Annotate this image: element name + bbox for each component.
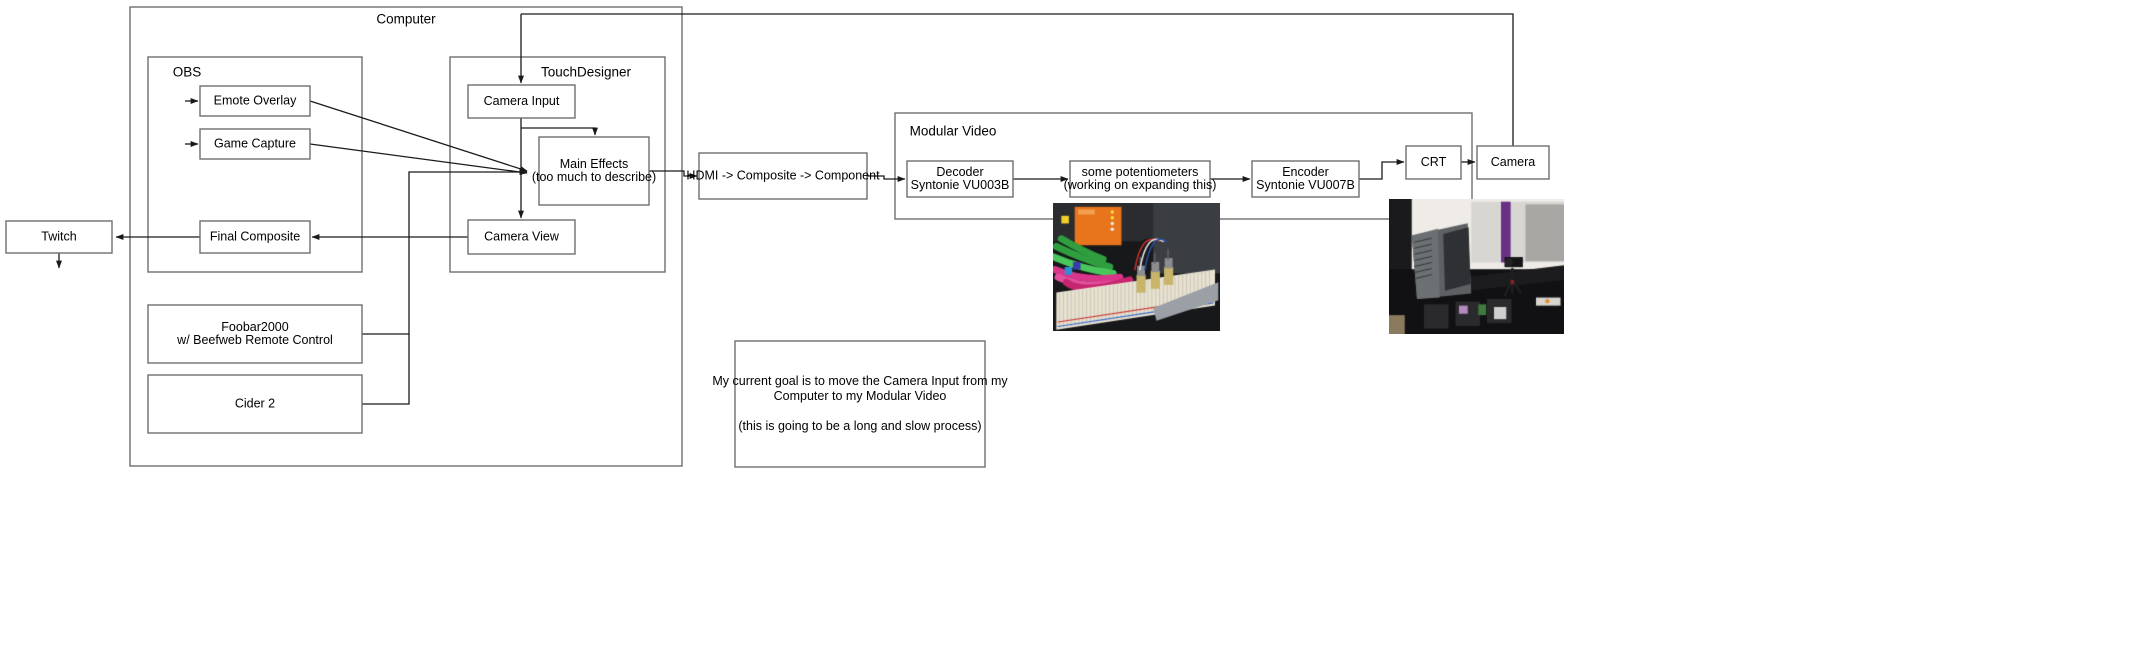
node-label-potentiometers: some potentiometers xyxy=(1082,165,1199,179)
node-box-cider2[interactable] xyxy=(147,374,363,434)
connector-hdmi-to-decoder xyxy=(867,175,906,182)
node-label-hdmi-converter: HDMI -> Composite -> Component xyxy=(686,168,880,182)
photo-breadboard-canvas xyxy=(1053,203,1220,331)
node-box-decoder[interactable] xyxy=(906,160,1014,198)
node-box-camera[interactable] xyxy=(1476,145,1550,180)
node-box-final-composite[interactable] xyxy=(199,220,311,254)
connector-foobar-to-bus xyxy=(362,237,410,335)
node-box-foobar2000[interactable] xyxy=(147,304,363,364)
group-box-touchdesigner xyxy=(449,56,666,273)
node-box-encoder[interactable] xyxy=(1251,160,1360,198)
node-label-encoder: Encoder xyxy=(1282,165,1329,179)
node-label-foobar2000: w/ Beefweb Remote Control xyxy=(176,333,333,347)
connector-encoder-to-crt xyxy=(1359,159,1405,180)
node-label-encoder: Syntonie VU007B xyxy=(1256,178,1355,192)
node-box-camera-view[interactable] xyxy=(467,219,576,255)
group-label-obs: OBS xyxy=(173,65,202,80)
node-box-game-capture[interactable] xyxy=(199,128,311,160)
node-label-emote-overlay: Emote Overlay xyxy=(214,93,297,107)
goal-note-line: Computer to my Modular Video xyxy=(774,389,947,403)
goal-note-group: My current goal is to move the Camera In… xyxy=(712,340,1008,468)
group-label-modular-video: Modular Video xyxy=(910,124,997,139)
node-box-crt[interactable] xyxy=(1405,145,1462,180)
breadboard-photo xyxy=(1053,203,1220,331)
connector-emote-to-main-effects xyxy=(309,100,528,172)
node-label-potentiometers: (working on expanding this) xyxy=(1064,178,1217,192)
connector-main-effects-to-hdmi xyxy=(649,170,698,179)
photo-crt-canvas xyxy=(1389,199,1564,334)
node-label-cider2: Cider 2 xyxy=(235,396,275,410)
node-label-camera: Camera xyxy=(1491,155,1536,169)
node-box-hdmi-converter[interactable] xyxy=(698,152,868,200)
group-box-obs xyxy=(147,56,363,273)
connector-audio-bus-to-main-effects xyxy=(408,169,528,237)
connector-camera-back-to-computer xyxy=(521,13,1514,146)
node-label-decoder: Syntonie VU003B xyxy=(911,178,1010,192)
node-box-twitch[interactable] xyxy=(5,220,113,254)
node-box-potentiometers[interactable] xyxy=(1069,160,1211,198)
node-label-main-effects: (too much to describe) xyxy=(532,170,656,184)
group-label-computer: Computer xyxy=(376,12,436,27)
goal-note-line: (this is going to be a long and slow pro… xyxy=(738,419,981,433)
connector-lines xyxy=(56,13,1514,405)
node-label-foobar2000: Foobar2000 xyxy=(221,320,288,334)
goal-note-line: My current goal is to move the Camera In… xyxy=(712,374,1008,388)
connector-game-to-main-effects xyxy=(309,143,528,175)
node-label-final-composite: Final Composite xyxy=(210,229,300,243)
group-label-touchdesigner: TouchDesigner xyxy=(541,65,632,80)
node-label-twitch: Twitch xyxy=(41,229,76,243)
node-label-crt: CRT xyxy=(1421,155,1447,169)
node-label-camera-input: Camera Input xyxy=(484,94,560,108)
node-box-camera-input[interactable] xyxy=(467,84,576,119)
node-label-main-effects: Main Effects xyxy=(560,157,629,171)
goal-note-box xyxy=(734,340,986,468)
connector-camera-input-to-main-effects xyxy=(521,127,598,136)
node-label-game-capture: Game Capture xyxy=(214,136,296,150)
node-label-decoder: Decoder xyxy=(936,165,983,179)
node-box-emote-overlay[interactable] xyxy=(199,85,311,117)
crt-camera-photo xyxy=(1389,199,1564,334)
node-label-camera-view: Camera View xyxy=(484,229,560,243)
node-box-main-effects[interactable] xyxy=(538,136,650,206)
connector-cider-to-bus xyxy=(362,334,410,405)
